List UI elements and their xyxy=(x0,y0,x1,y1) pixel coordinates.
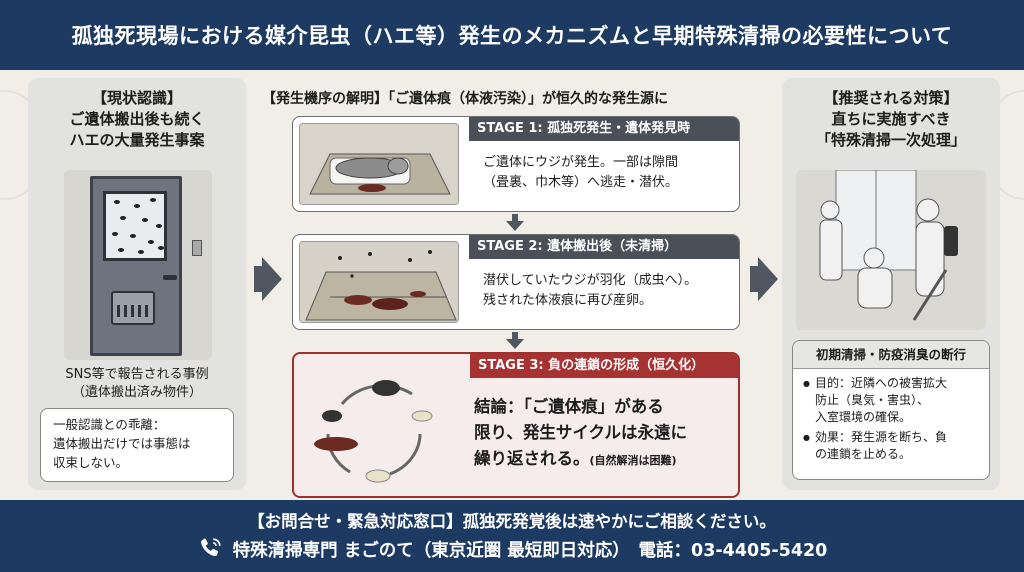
initial-cleaning-box: 初期清掃・防疫消臭の断行 目的：近隣への被害拡大 防止（臭気・害虫）、 入室環境… xyxy=(792,340,990,480)
stage-2-title: STAGE 2: 遺体搬出後（未清掃） xyxy=(469,235,739,259)
heading-line: 【現状認識】 xyxy=(91,89,182,107)
door-icon xyxy=(90,176,182,356)
phone-icon xyxy=(200,538,221,557)
current-status-heading: 【現状認識】 ご遺体搬出後も続く ハエの大量発生事案 xyxy=(28,88,246,151)
stage-1-description: ご遺体にウジが発生。一部は隙間 （畳裏、巾木等）へ逃走・潜伏。 xyxy=(483,153,733,193)
heading-line: 直ちに実施すべき xyxy=(831,110,951,128)
mechanism-heading: 【発生機序の解明】「ご遺体痕（体液汚染）」が恒久的な発生源に xyxy=(262,91,668,107)
item-line: 入室環境の確保。 xyxy=(815,410,912,424)
door-window-with-flies xyxy=(103,191,167,261)
case-caption: SNS等で報告される事例 （遺体搬出済み物件） xyxy=(28,366,246,402)
box-line: 一般認識との乖離： xyxy=(53,417,166,432)
stage-3-card: STAGE 3: 負の連鎖の形成（恒久化） 結論：「ご遺体痕」がある 限り、発生… xyxy=(292,352,740,498)
item-line: の連鎖を止める。 xyxy=(815,447,912,461)
heading-line: 【推奨される対策】 xyxy=(823,89,959,107)
description-line: ご遺体にウジが発生。一部は隙間 xyxy=(483,155,679,170)
conclusion-line: 限り、発生サイクルは永遠に xyxy=(474,423,688,442)
arrow-down-icon xyxy=(512,214,518,222)
arrow-right-icon xyxy=(750,266,760,292)
door-vent-icon xyxy=(111,291,155,325)
arrow-down-icon xyxy=(506,339,524,349)
contact-line: 特殊清掃専門 まごのて（東京近圏 最短即日対応） 電話：03-4405-5420 xyxy=(0,536,1024,562)
stage-2-illustration xyxy=(299,241,459,323)
effect-item: 効果：発生源を断ち、負 の連鎖を止める。 xyxy=(803,429,981,463)
heading-line: ご遺体搬出後も続く xyxy=(69,110,205,128)
arrow-right-icon xyxy=(262,257,282,301)
description-line: 残された体液痕に再び産卵。 xyxy=(483,293,653,308)
intercom-icon xyxy=(192,240,202,256)
item-line: 目的：近隣への被害拡大 xyxy=(815,376,948,390)
stage-1-title: STAGE 1: 孤独死発生・遺体発見時 xyxy=(469,117,739,141)
conclusion-line: 繰り返される。(自然解消は困難) xyxy=(474,446,736,474)
caption-line: （遺体搬出済み物件） xyxy=(71,385,202,400)
conclusion-note: (自然解消は困難) xyxy=(589,454,677,467)
contact-heading: 【お問合せ・緊急対応窓口】孤独死発覚後は速やかにご相談ください。 xyxy=(248,512,776,531)
description-line: 潜伏していたウジが羽化（成虫へ）。 xyxy=(483,273,698,288)
current-status-panel: 【現状認識】 ご遺体搬出後も続く ハエの大量発生事案 xyxy=(28,78,246,490)
stage-1-illustration xyxy=(299,123,459,205)
stage-2-description: 潜伏していたウジが羽化（成虫へ）。 残された体液痕に再び産卵。 xyxy=(483,271,733,311)
recommended-heading: 【推奨される対策】 直ちに実施すべき 「特殊清掃一次処理」 xyxy=(782,88,1000,151)
stage-3-title: STAGE 3: 負の連鎖の形成（恒久化） xyxy=(470,354,738,378)
perception-gap-box: 一般認識との乖離： 遺体搬出だけでは事態は 収束しない。 xyxy=(40,408,234,482)
arrow-down-icon xyxy=(506,221,524,231)
recommended-measures-panel: 【推奨される対策】 直ちに実施すべき 「特殊清掃一次処理」 初期清掃・防疫消臭の… xyxy=(782,78,1000,490)
cleaning-workers-illustration xyxy=(796,170,986,330)
contact-footer: 【お問合せ・緊急対応窓口】孤独死発覚後は速やかにご相談ください。 特殊清掃専門 … xyxy=(0,500,1024,572)
fly-lifecycle-illustration xyxy=(302,364,452,490)
arrow-down-icon xyxy=(512,332,518,340)
stage-1-card: STAGE 1: 孤独死発生・遺体発見時 ご遺体にウジが発生。一部は隙間 （畳裏… xyxy=(292,116,740,212)
box-line: 収束しない。 xyxy=(53,455,129,470)
item-line: 効果：発生源を断ち、負 xyxy=(815,430,948,444)
heading-line: 「特殊清掃一次処理」 xyxy=(815,131,966,149)
box-line: 遺体搬出だけでは事態は xyxy=(53,436,191,451)
caption-line: SNS等で報告される事例 xyxy=(65,367,209,382)
stage-2-card: STAGE 2: 遺体搬出後（未清掃） 潜伏していたウジが羽化（成虫へ）。 残さ… xyxy=(292,234,740,330)
item-line: 防止（臭気・害虫）、 xyxy=(815,393,930,407)
arrow-right-icon xyxy=(254,266,264,292)
main-content: 【現状認識】 ご遺体搬出後も続く ハエの大量発生事案 xyxy=(0,70,1024,500)
contact-info[interactable]: 特殊清掃専門 まごのて（東京近圏 最短即日対応） 電話：03-4405-5420 xyxy=(232,540,828,561)
purpose-item: 目的：近隣への被害拡大 防止（臭気・害虫）、 入室環境の確保。 xyxy=(803,375,981,426)
apartment-door-illustration xyxy=(64,170,212,360)
conclusion-text: 繰り返される。 xyxy=(474,449,590,468)
initial-cleaning-title: 初期清掃・防疫消臭の断行 xyxy=(793,341,989,369)
door-handle-icon xyxy=(163,275,177,280)
stage-3-conclusion: 結論：「ご遺体痕」がある 限り、発生サイクルは永遠に 繰り返される。(自然解消は… xyxy=(474,394,736,474)
heading-line: ハエの大量発生事案 xyxy=(69,131,205,149)
arrow-right-icon xyxy=(758,257,778,301)
page-title: 孤独死現場における媒介昆虫（ハエ等）発生のメカニズムと早期特殊清掃の必要性につい… xyxy=(0,0,1024,70)
description-line: （畳裏、巾木等）へ逃走・潜伏。 xyxy=(483,175,679,190)
conclusion-line: 結論：「ご遺体痕」がある xyxy=(474,397,664,416)
